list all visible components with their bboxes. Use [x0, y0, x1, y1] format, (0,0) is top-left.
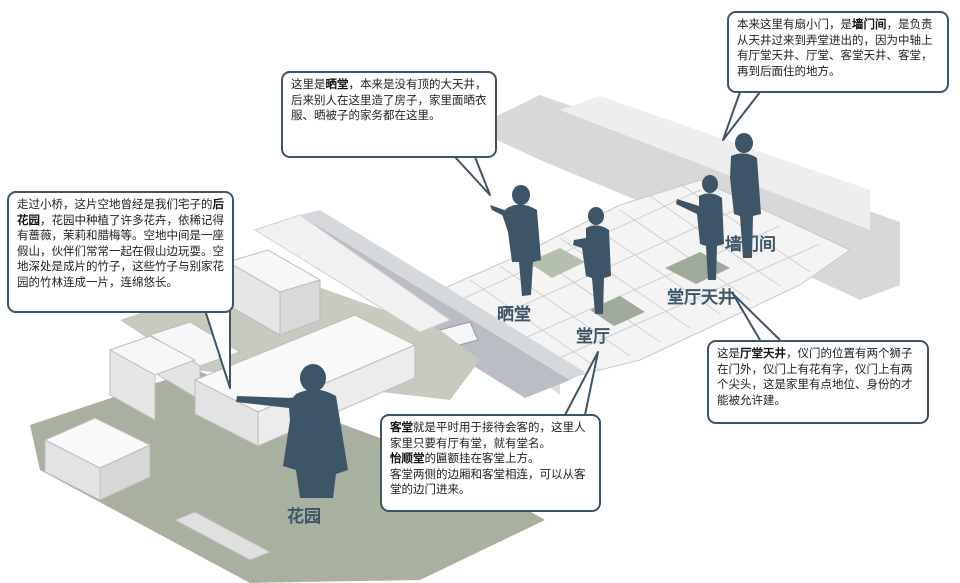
- front-wall: [173, 511, 272, 561]
- rear-lane: [560, 96, 870, 230]
- callout-qiangmenjian-text-pre: 本来这里有扇小门，是: [737, 17, 852, 31]
- callout-shaitang: 这里是晒堂，本来是没有顶的大天井，后来别人在这里造了房子，家里面晒衣服、晒被子的…: [281, 71, 497, 158]
- label-tingtang-tianjing: 堂厅天井: [667, 288, 735, 308]
- left-front-building: [43, 335, 197, 501]
- callout-shaitang-text-post: ，本来是没有顶的大天井，后来别人在这里造了房子，家里面晒衣服、晒被子的家务都在这…: [291, 77, 487, 122]
- label-tingting: 堂厅: [576, 327, 610, 347]
- callout-qiangmenjian: 本来这里有扇小门，是墙门间，是负责从天井过来到弄堂进出的，因为中轴上有厅堂天井、…: [727, 11, 949, 93]
- courtyard-shaitang: [528, 248, 585, 278]
- garden-ground: [30, 370, 545, 583]
- callout-tingtang-tianjing-text-pre: 这是: [717, 346, 740, 360]
- lane-left: [253, 214, 452, 333]
- callout-ketang-line1: 就是平时用于接待会客的，这里人家里只要有厅有堂，就有堂名。: [390, 420, 586, 450]
- figure-garden: [236, 364, 348, 498]
- callout-houhuayuan-keyword: 后花园: [17, 197, 224, 227]
- figure-shaitang: [490, 185, 541, 296]
- callout-qiangmenjian-keyword: 墙门间: [852, 17, 887, 31]
- label-huayuan: 花园: [287, 507, 321, 527]
- label-shaitang: 晒堂: [497, 305, 531, 325]
- callout-tingtang-tianjing-text-post: ，仪门的位置有两个狮子在门外，仪门上有花有字，仪门上有两个尖头，这是家里有点地位…: [717, 346, 913, 407]
- callout-ketang-keyword: 客堂: [390, 420, 413, 434]
- callout-shaitang-text-pre: 这里是: [291, 77, 326, 91]
- callout-ketang-hall-name: 怡顺堂: [390, 451, 425, 465]
- callout-qiangmenjian-text-post: ，是负责从天井过来到弄堂进出的，因为中轴上有厅堂天井、厅堂、客堂天井、客堂，再到…: [737, 17, 933, 78]
- courtyard-tingtang: [590, 296, 645, 326]
- callout-shaitang-keyword: 晒堂: [325, 77, 349, 91]
- figure-qiangmenjian: [730, 133, 761, 258]
- callout-tingtang-tianjing-keyword: 厅堂天井: [740, 346, 786, 360]
- label-qiangmenjian: 墙门间: [725, 235, 776, 255]
- callout-tingtang-tianjing: 这是厅堂天井，仪门的位置有两个狮子在门外，仪门上有花有字，仪门上有两个尖头，这是…: [707, 340, 929, 424]
- callout-houhuayuan: 走过小桥，这片空地曾经是我们宅子的后花园，花园中种植了许多花卉，依稀记得有蔷薇，…: [7, 191, 234, 313]
- canal-edge: [300, 210, 585, 380]
- callout-houhuayuan-text-post: ，花园中种植了许多花卉，依稀记得有蔷薇，茉莉和腊梅等。空地中间是一座假山，伙伴们…: [17, 212, 224, 289]
- callout-houhuayuan-text-pre: 走过小桥，这片空地曾经是我们宅子的: [17, 197, 213, 211]
- figure-tingtang-tianjing: [676, 175, 724, 280]
- figure-tingting: [573, 207, 611, 314]
- callout-ketang: 客堂就是平时用于接待会客的，这里人家里只要有厅有堂，就有堂名。 怡顺堂的匾额挂在…: [380, 414, 601, 512]
- callout-pointers: [204, 91, 781, 416]
- callout-ketang-line3: 客堂两侧的边厢和客堂相连，可以从客堂的边门进来。: [390, 466, 586, 497]
- callout-ketang-line2: 的匾额挂在客堂上方。: [424, 451, 540, 465]
